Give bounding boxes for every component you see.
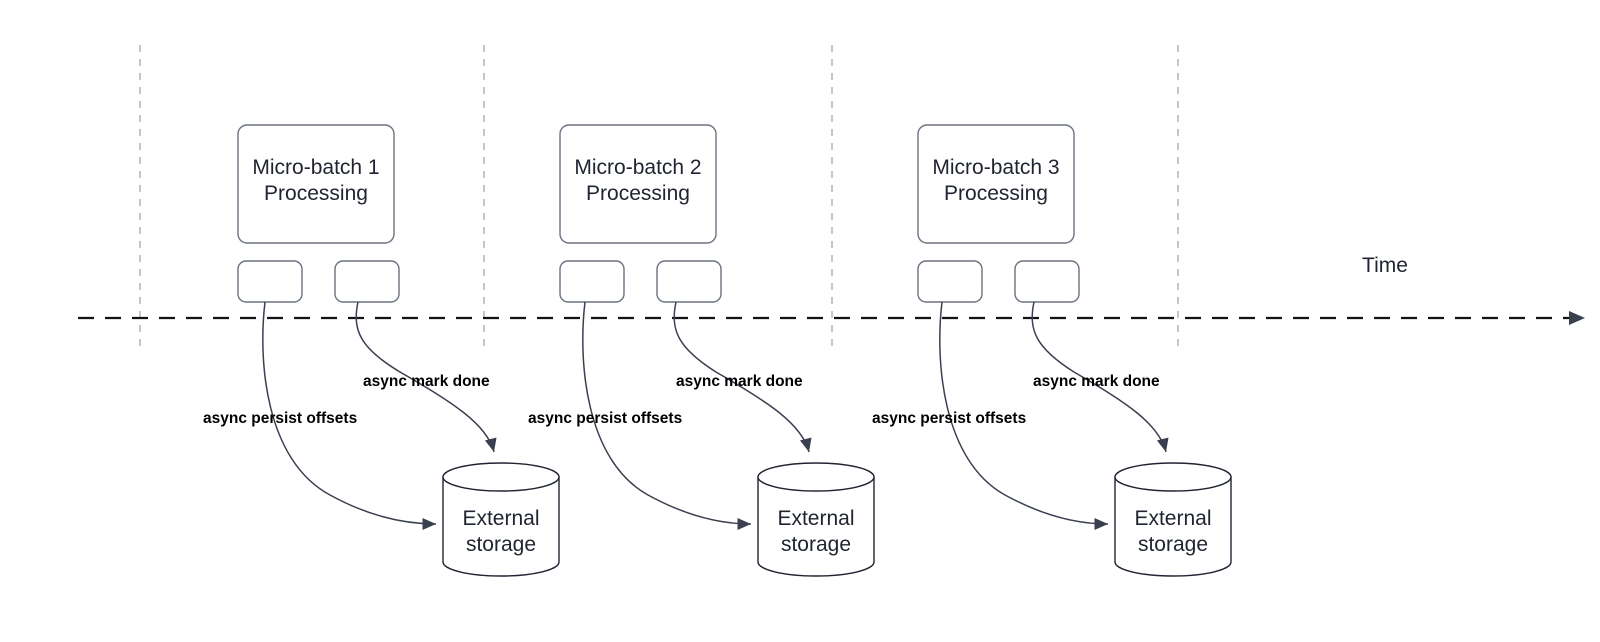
process-box-3[interactable] bbox=[917, 124, 1075, 244]
process-box-label-line1-1: Micro-batch 1 bbox=[252, 156, 379, 179]
task-slot-2a[interactable] bbox=[559, 260, 625, 303]
task-slot-1a[interactable] bbox=[237, 260, 303, 303]
task-slot-2b[interactable] bbox=[656, 260, 722, 303]
external-storage-label-line1-2: External bbox=[777, 507, 854, 530]
external-storage-label-line2-1: storage bbox=[466, 533, 536, 556]
external-storage-cylinder-top-3[interactable] bbox=[1114, 462, 1232, 492]
process-box-1[interactable] bbox=[237, 124, 395, 244]
async-mark-done-edge-3-label: async mark done bbox=[1033, 373, 1160, 390]
async-persist-offsets-edge-3 bbox=[939, 301, 1109, 530]
external-storage-label-line1-1: External bbox=[462, 507, 539, 530]
external-storage-cylinder-top-2[interactable] bbox=[757, 462, 875, 492]
task-slot-3a[interactable] bbox=[917, 260, 983, 303]
task-slot-3b[interactable] bbox=[1014, 260, 1080, 303]
task-slot-1b[interactable] bbox=[334, 260, 400, 303]
external-storage-label-line2-3: storage bbox=[1138, 533, 1208, 556]
time-axis-arrow-icon bbox=[1569, 311, 1585, 325]
async-persist-offsets-edge-3-label: async persist offsets bbox=[872, 410, 1026, 427]
time-axis-label: Time bbox=[1362, 254, 1408, 277]
process-box-label-line1-3: Micro-batch 3 bbox=[932, 156, 1059, 179]
async-mark-done-edge-2-label: async mark done bbox=[676, 373, 803, 390]
async-persist-offsets-edge-1 bbox=[262, 301, 437, 530]
process-box-label-line2-3: Processing bbox=[944, 182, 1048, 205]
async-mark-done-edge-3 bbox=[1031, 301, 1169, 453]
process-box-label-line1-2: Micro-batch 2 bbox=[574, 156, 701, 179]
external-storage-cylinder-body-2 bbox=[757, 476, 875, 577]
external-storage-cylinder-body-1 bbox=[442, 476, 560, 577]
process-box-2[interactable] bbox=[559, 124, 717, 244]
async-mark-done-edge-1 bbox=[355, 301, 497, 453]
async-persist-offsets-edge-1-label: async persist offsets bbox=[203, 410, 357, 427]
external-storage-cylinder-body-3 bbox=[1114, 476, 1232, 577]
async-persist-offsets-edge-2 bbox=[582, 301, 752, 530]
async-persist-offsets-edge-2-label: async persist offsets bbox=[528, 410, 682, 427]
external-storage-label-line2-2: storage bbox=[781, 533, 851, 556]
time-tick-lines bbox=[139, 45, 1179, 350]
time-axis: Time bbox=[78, 254, 1585, 325]
process-box-label-line2-1: Processing bbox=[264, 182, 368, 205]
async-mark-done-edge-1-label: async mark done bbox=[363, 373, 490, 390]
external-storage-label-line1-3: External bbox=[1134, 507, 1211, 530]
process-box-label-line2-2: Processing bbox=[586, 182, 690, 205]
async-mark-done-edge-2 bbox=[673, 301, 812, 453]
external-storage-cylinder-top-1[interactable] bbox=[442, 462, 560, 492]
